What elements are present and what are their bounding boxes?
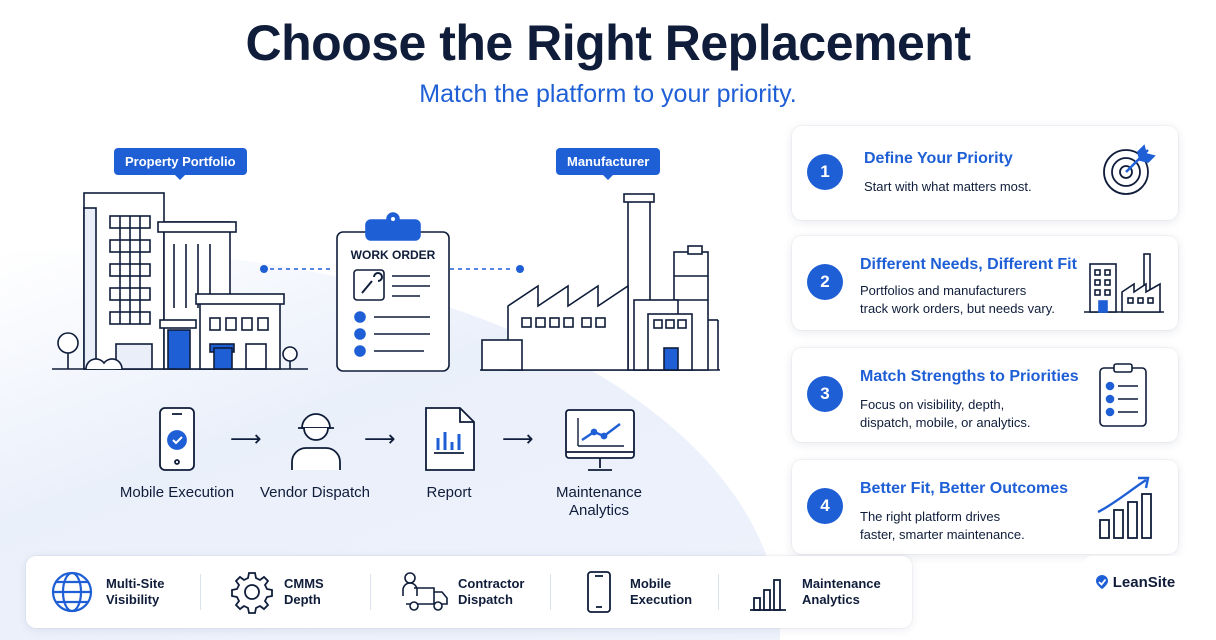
- step-number: 1: [807, 154, 843, 190]
- office-buildings-illustration: [52, 192, 308, 370]
- analytics-monitor-icon: [565, 409, 635, 471]
- capability-label-line1: Maintenance: [802, 576, 881, 591]
- bar-chart-icon: [750, 579, 786, 611]
- step-title: Define Your Priority: [864, 150, 1013, 167]
- divider: [200, 574, 201, 610]
- step-card-2: 2 Different Needs, Different Fit Portfol…: [792, 236, 1178, 330]
- target-icon: [1103, 144, 1156, 195]
- capability-bar: Multi-Site Visibility CMMS Depth Contrac…: [26, 556, 912, 628]
- brand-name: LeanSite: [1112, 573, 1176, 591]
- divider: [370, 574, 371, 610]
- factory-illustration: [480, 193, 720, 371]
- step-description-line1: The right platform drives: [860, 509, 1001, 524]
- flow-label-maintenance-analytics: Maintenance Analytics: [556, 484, 642, 519]
- flow-label-vendor-dispatch: Vendor Dispatch: [259, 484, 371, 501]
- capability-label-line2: Dispatch: [458, 592, 513, 607]
- connector-lines: [260, 265, 524, 273]
- delivery-truck-icon: [402, 572, 448, 611]
- building-factory-icon: [1084, 253, 1164, 313]
- capability-label-line2: Execution: [630, 592, 693, 607]
- checklist-icon: [1099, 363, 1147, 427]
- work-order-label: WORK ORDER: [350, 248, 436, 262]
- step-number: 4: [807, 488, 843, 524]
- gear-icon: [231, 572, 273, 614]
- page-subtitle: Match the platform to your priority.: [419, 80, 797, 108]
- capability-label-line2: Depth: [284, 592, 321, 607]
- step-title: Better Fit, Better Outcomes: [860, 480, 1069, 497]
- capability-label-line2: Analytics: [802, 592, 860, 607]
- step-description-line2: faster, smarter maintenance.: [860, 527, 1025, 542]
- capability-label-line1: Contractor: [458, 576, 525, 591]
- capability-label-line1: CMMS: [284, 576, 324, 591]
- manufacturer-tag: Manufacturer: [556, 148, 661, 180]
- mobile-icon: [587, 571, 611, 613]
- flow-arrow-3: ⟶: [502, 426, 534, 451]
- step-description-line1: Portfolios and manufacturers: [860, 283, 1027, 298]
- step-description: Start with what matters most.: [864, 179, 1032, 194]
- flow-arrow-2: ⟶: [364, 426, 396, 451]
- step-card-4: 4 Better Fit, Better Outcomes The right …: [792, 460, 1178, 554]
- divider: [718, 574, 719, 610]
- brand-logo: LeanSite: [1084, 556, 1186, 608]
- step-card-1: 1 Define Your Priority Start with what m…: [792, 126, 1178, 220]
- flow-label-mobile-execution: Mobile Execution: [119, 484, 235, 501]
- step-title: Different Needs, Different Fit: [860, 256, 1077, 273]
- step-description-line1: Focus on visibility, depth,: [860, 397, 1005, 412]
- flow-label-report: Report: [426, 484, 472, 501]
- property-portfolio-tag: Property Portfolio: [114, 148, 247, 180]
- divider: [550, 574, 551, 610]
- step-number: 2: [807, 264, 843, 300]
- capability-label-line1: Multi-Site: [106, 576, 165, 591]
- work-order-clipboard-icon: [336, 212, 450, 372]
- globe-icon: [51, 571, 93, 613]
- mobile-check-icon: [159, 407, 195, 471]
- report-document-icon: [425, 407, 475, 471]
- capability-label-line1: Mobile: [630, 576, 672, 591]
- step-card-3: 3 Match Strengths to Priorities Focus on…: [792, 348, 1178, 442]
- flow-arrow-1: ⟶: [230, 426, 262, 451]
- page-title: Choose the Right Replacement: [245, 15, 972, 71]
- vendor-person-icon: [291, 413, 341, 470]
- leansite-logo-icon: [1095, 575, 1108, 589]
- capability-label-line2: Visibility: [106, 592, 160, 607]
- step-description-line2: dispatch, mobile, or analytics.: [860, 415, 1031, 430]
- step-title: Match Strengths to Priorities: [860, 368, 1079, 385]
- growth-chart-icon: [1097, 476, 1152, 539]
- step-description-line2: track work orders, but needs vary.: [860, 301, 1055, 316]
- step-number: 3: [807, 376, 843, 412]
